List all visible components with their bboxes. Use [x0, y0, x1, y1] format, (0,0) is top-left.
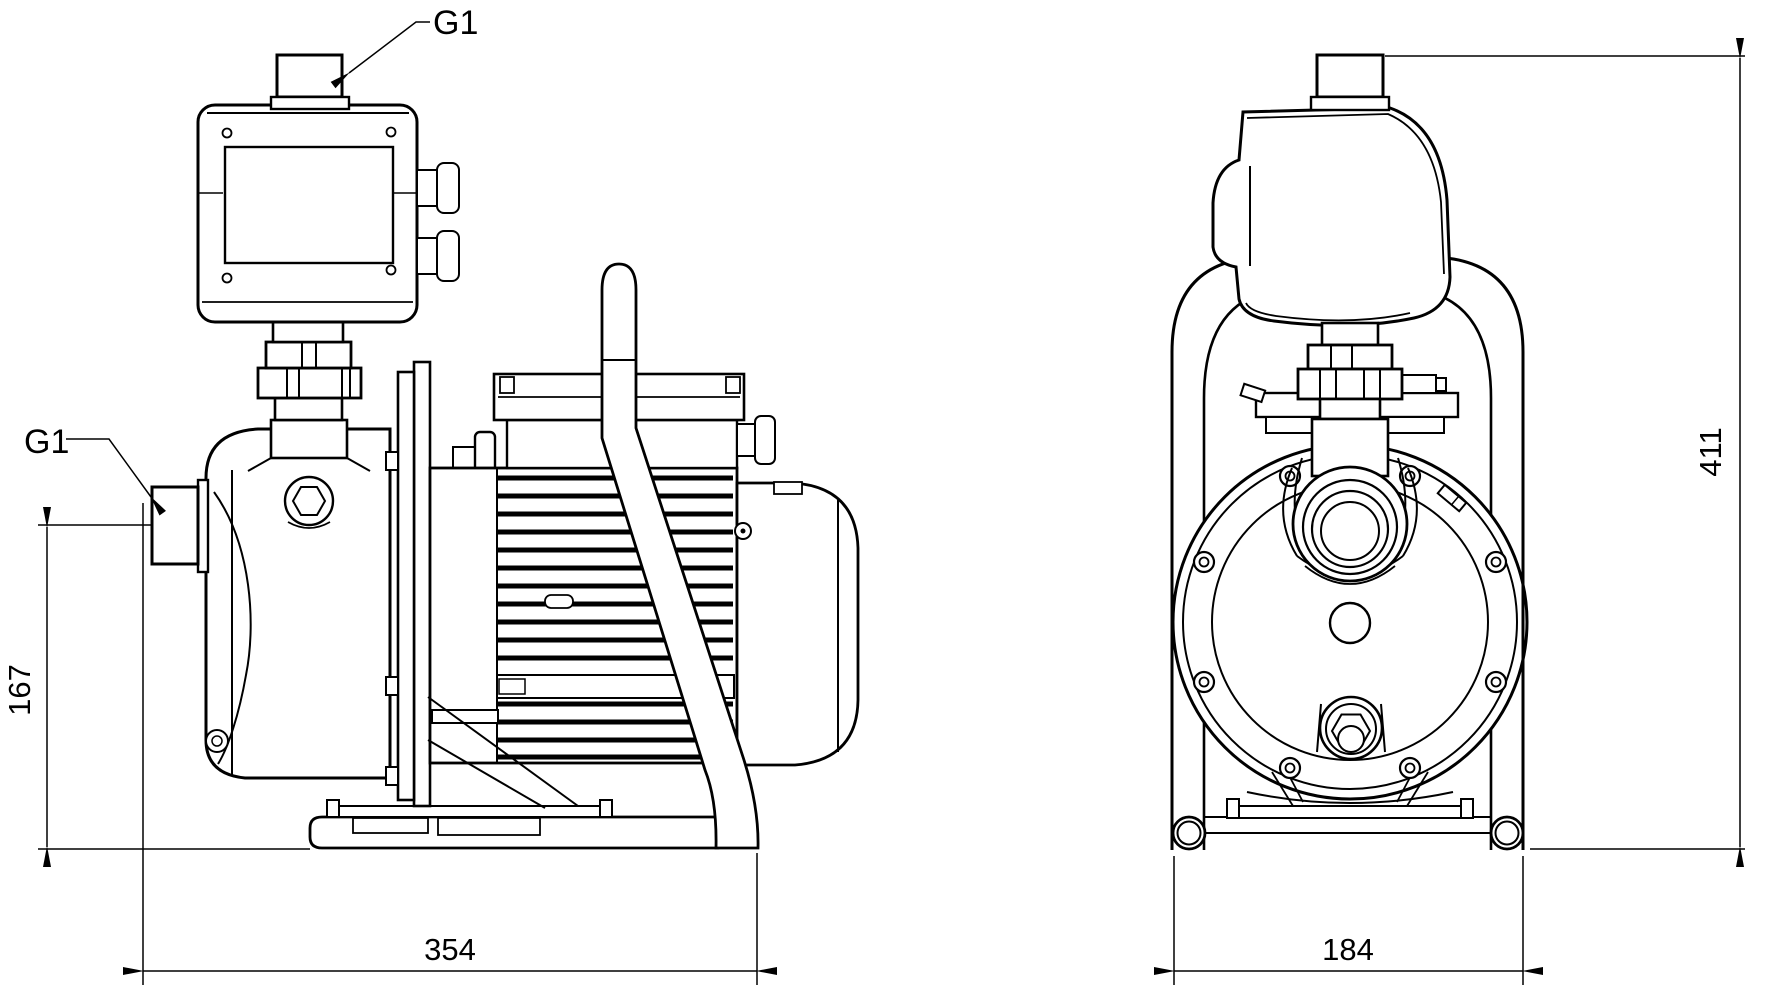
- label-side-port: G1: [24, 423, 166, 516]
- screw: [385, 126, 397, 138]
- label-side-port-text: G1: [24, 423, 69, 461]
- pressure-controller-front: [1211, 106, 1452, 327]
- cooling-fins: [498, 475, 733, 760]
- cover-clip: [773, 481, 803, 495]
- outlet-port-top: [269, 53, 351, 111]
- foot-right: [1489, 815, 1525, 851]
- front-view: [1170, 53, 1529, 851]
- fan-cover: [734, 481, 860, 767]
- dim-text-354: 354: [424, 932, 476, 967]
- dimension-inlet-height: 167: [2, 507, 310, 867]
- screw: [725, 376, 741, 394]
- screw: [221, 127, 233, 139]
- rim-tab: [1436, 483, 1468, 513]
- screw: [385, 264, 397, 276]
- carry-handle: [600, 262, 760, 850]
- pump-motor-flange: [396, 360, 432, 808]
- dim-text-411: 411: [1693, 427, 1728, 476]
- foot-plate: [326, 805, 613, 818]
- controller-display: [223, 145, 395, 265]
- side-view: [150, 53, 860, 850]
- outlet-port-front: [1309, 53, 1391, 112]
- foot-left: [1171, 815, 1207, 851]
- fill-plug: [283, 475, 335, 529]
- screw: [499, 376, 515, 394]
- inlet-boss: [1291, 465, 1409, 583]
- dim-text-167: 167: [2, 664, 37, 716]
- flange-bolts: [1192, 464, 1508, 780]
- cable-gland-motor: [736, 415, 776, 465]
- priming-plug-front: [1399, 374, 1437, 394]
- pump-saddle: [1226, 765, 1474, 819]
- drain-plug-side: [205, 729, 229, 753]
- union-fitting: [256, 320, 363, 460]
- base-plate: [308, 799, 720, 850]
- drain-plug-front: [1316, 695, 1386, 761]
- dimension-overall-height: 411: [1385, 38, 1745, 867]
- annotations: 167 354 184 411 G1 G1: [2, 4, 1745, 985]
- label-top-port-text: G1: [433, 4, 478, 42]
- support-bracket: [427, 696, 579, 809]
- pressure-controller: [196, 103, 460, 324]
- union-fitting-front: [1296, 321, 1404, 478]
- dimension-overall-length: 354: [123, 503, 777, 985]
- cable-gland-lower: [416, 230, 460, 282]
- inlet-port: [150, 478, 210, 574]
- ejector-contour: [213, 491, 252, 765]
- dim-text-184: 184: [1322, 932, 1374, 967]
- pump-casing: [204, 427, 399, 786]
- dimension-overall-width: 184: [1154, 856, 1543, 985]
- motor-foot-rail: [496, 674, 735, 699]
- tie-rod: [431, 709, 499, 724]
- center-port: [1328, 601, 1372, 645]
- screw: [221, 272, 233, 284]
- cable-gland-upper: [416, 162, 460, 214]
- label-top-port: G1: [330, 4, 478, 89]
